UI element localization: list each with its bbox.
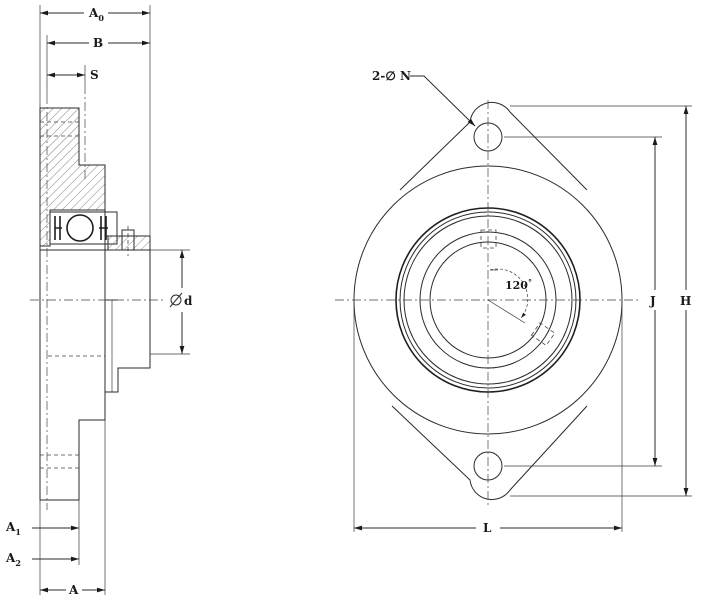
- leader-n: 2-∅ N: [372, 69, 476, 127]
- section-hatch-collar: [107, 235, 151, 251]
- label-a1: A1: [5, 520, 21, 537]
- set-screw-top: [480, 229, 497, 249]
- dim-h: H: [680, 106, 691, 496]
- label-d: d: [184, 294, 193, 308]
- label-l: L: [483, 521, 492, 535]
- bearing-ball: [66, 214, 94, 242]
- dim-b: B: [47, 36, 150, 50]
- dim-a0: A0: [40, 6, 150, 23]
- section-hatch-upper: [39, 107, 106, 247]
- label-a2: A2: [5, 551, 21, 568]
- dim-d: d: [169, 250, 193, 354]
- dim-a2: A2: [5, 551, 79, 568]
- side-section-view: [30, 85, 165, 510]
- label-j: J: [649, 294, 656, 308]
- dim-j: J: [649, 137, 658, 466]
- dim-a: A: [40, 583, 105, 597]
- bearing-race: [49, 211, 118, 245]
- label-a: A: [68, 583, 79, 597]
- front-view: 120°: [335, 100, 640, 505]
- front-extension-lines: [353, 105, 692, 532]
- dim-s: S: [47, 68, 99, 82]
- label-s: S: [90, 68, 99, 82]
- dim-a1: A1: [5, 520, 79, 537]
- label-a0: A0: [88, 6, 104, 23]
- flange-diamond: [391, 102, 588, 500]
- seal-left: [54, 216, 62, 240]
- set-screw-angled: [530, 322, 556, 347]
- label-h: H: [680, 294, 691, 308]
- label-b: B: [93, 36, 103, 50]
- dim-l: L: [354, 521, 622, 535]
- seal-right: [99, 216, 108, 240]
- label-n: 2-∅ N: [372, 69, 411, 83]
- label-angle: 120°: [505, 277, 532, 292]
